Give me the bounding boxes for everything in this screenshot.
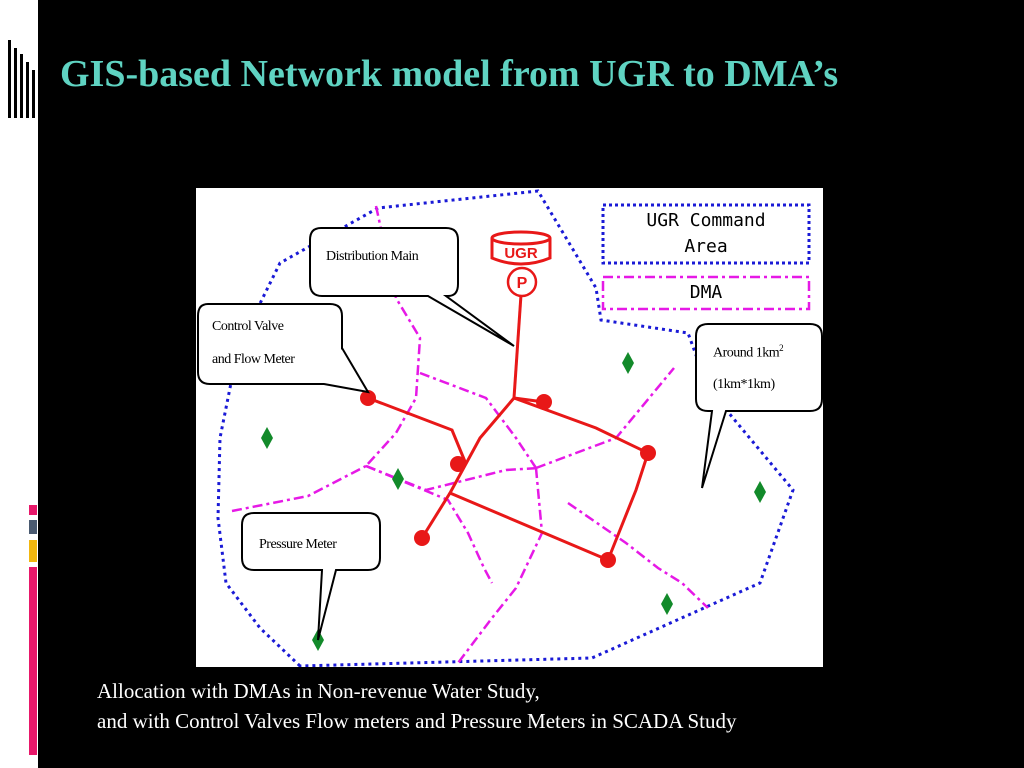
callout-area-line2: (1km*1km) [713,377,775,392]
callout-pressure-meter [241,512,381,641]
callout-area-text: Around 1km [713,345,780,361]
accent-yellow [29,540,37,562]
ugr-tank-icon [490,230,552,266]
callout-area-superscript: 2 [779,343,784,353]
callout-control-valve-line2: and Flow Meter [212,352,295,367]
pressure-meter-icons [261,352,766,651]
caption-line-1: Allocation with DMAs in Non-revenue Wate… [97,679,540,703]
slide-caption: Allocation with DMAs in Non-revenue Wate… [97,676,737,736]
callout-control-valve-line1: Control Valve [212,319,284,334]
accent-pink-long [29,567,37,755]
network-diagram: UGR P UGR Command Area D [196,188,823,667]
pump-label: P [517,275,528,292]
accent-pink [29,505,37,515]
legend-ugr-command-area-box [601,203,811,265]
callout-control-valve [197,303,370,394]
callout-distribution-main [309,227,515,347]
control-valve-points [360,390,656,568]
ugr-command-area-boundary [216,189,795,667]
legend-dma-label: DMA [689,282,723,303]
ugr-tank-label: UGR [504,245,538,262]
decorative-lines-icon [8,40,35,118]
slide-left-bar [0,0,42,768]
accent-gray [29,520,37,534]
dma-boundaries [231,205,709,664]
callout-distribution-main-text: Distribution Main [326,249,419,264]
legend-dma-box [601,275,811,311]
pump-icon [506,266,538,298]
callout-area [695,323,823,489]
legend-ugr-command-area-label: UGR Command Area [646,210,766,257]
callout-pressure-meter-text: Pressure Meter [259,537,337,552]
callout-area-line1: Around 1km2 [713,343,784,362]
slide-title: GIS-based Network model from UGR to DMA’… [60,53,839,95]
caption-line-2: and with Control Valves Flow meters and … [97,709,737,733]
